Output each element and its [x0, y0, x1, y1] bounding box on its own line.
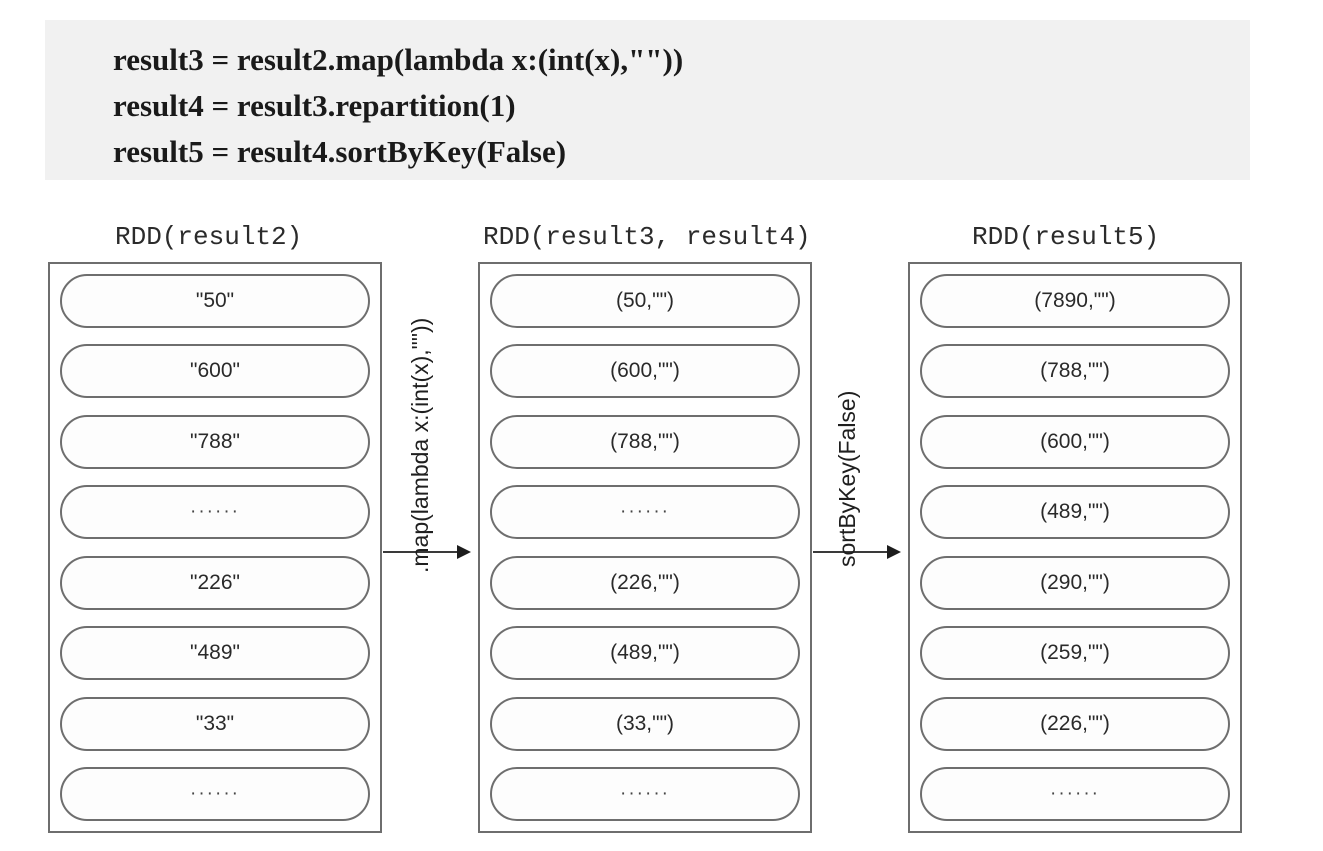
list-item: (226,"") — [490, 555, 800, 610]
list-item: (788,"") — [490, 414, 800, 469]
transform-arrow-sortbykey-label: sortByKey(False) — [834, 390, 860, 567]
list-item: (600,"") — [920, 414, 1230, 469]
list-item: (290,"") — [920, 555, 1230, 610]
list-item: "50" — [60, 274, 370, 328]
list-item-ellipsis: ······ — [920, 766, 1230, 821]
list-item-ellipsis: ······ — [60, 485, 370, 540]
code-banner: result3 = result2.map(lambda x:(int(x),"… — [45, 20, 1250, 180]
transform-arrow-sortbykey — [813, 545, 901, 559]
list-item: (788,"") — [920, 344, 1230, 399]
transform-arrow-map — [383, 545, 471, 559]
code-line-2: result4 = result3.repartition(1) — [113, 88, 516, 123]
list-item-ellipsis: ······ — [490, 485, 800, 540]
rdd-box-result2: "50" "600" "788" ······ "226" "489" "33"… — [48, 262, 382, 833]
list-item: (600,"") — [490, 344, 800, 399]
rdd-title-result5: RDD(result5) — [972, 222, 1160, 252]
rdd-box-result5: (7890,"") (788,"") (600,"") (489,"") (29… — [908, 262, 1242, 833]
list-item: "226" — [60, 555, 370, 610]
list-item: (259,"") — [920, 626, 1230, 681]
code-line-3: result5 = result4.sortByKey(False) — [113, 134, 567, 169]
transform-arrow-map-label: .map(lambda x:(int(x),"")) — [407, 317, 433, 573]
rdd-box-result3-result4: (50,"") (600,"") (788,"") ······ (226,""… — [478, 262, 812, 833]
rdd-title-result2: RDD(result2) — [115, 222, 303, 252]
list-item: "788" — [60, 414, 370, 469]
list-item-ellipsis: ······ — [490, 766, 800, 821]
list-item: (33,"") — [490, 696, 800, 751]
rdd-cell-list-result5: (7890,"") (788,"") (600,"") (489,"") (29… — [920, 274, 1230, 821]
list-item: (7890,"") — [920, 274, 1230, 328]
rdd-cell-list-result3-result4: (50,"") (600,"") (788,"") ······ (226,""… — [490, 274, 800, 821]
list-item: (489,"") — [920, 485, 1230, 540]
rdd-cell-list-result2: "50" "600" "788" ······ "226" "489" "33"… — [60, 274, 370, 821]
list-item: (226,"") — [920, 696, 1230, 751]
list-item: "600" — [60, 344, 370, 399]
list-item: "489" — [60, 626, 370, 681]
list-item: (489,"") — [490, 626, 800, 681]
list-item-ellipsis: ······ — [60, 766, 370, 821]
code-line-1: result3 = result2.map(lambda x:(int(x),"… — [113, 42, 684, 77]
list-item: "33" — [60, 696, 370, 751]
rdd-title-result3-result4: RDD(result3, result4) — [483, 222, 811, 252]
list-item: (50,"") — [490, 274, 800, 328]
